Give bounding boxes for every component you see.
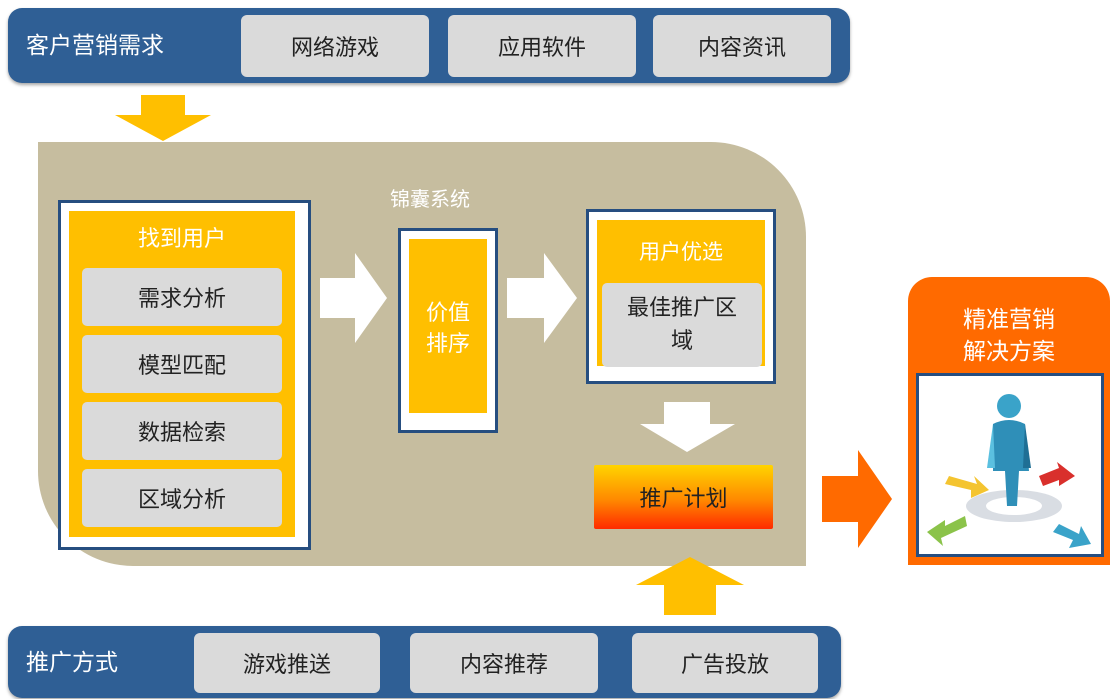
user-preferred-box: 用户优选 最佳推广区 域	[597, 220, 765, 367]
promotion-plan-button[interactable]: 推广计划	[594, 465, 773, 529]
solution-title: 精准营销 解决方案	[963, 307, 1055, 366]
top-item-content-news[interactable]: 内容资讯	[653, 15, 831, 77]
top-bar: 客户营销需求 网络游戏 应用软件 内容资讯	[8, 8, 850, 83]
step-region-analysis[interactable]: 区域分析	[82, 469, 282, 527]
value-sort-box: 价值 排序	[409, 239, 487, 413]
value-sort-label: 价值 排序	[425, 301, 470, 357]
bottom-bar-label: 推广方式	[26, 650, 118, 676]
top-item-software[interactable]: 应用软件	[448, 15, 636, 77]
arrow-right-icon	[320, 253, 387, 343]
arrow-down-icon	[115, 95, 211, 141]
arrow-down-icon	[640, 402, 735, 452]
user-preferred-title: 用户优选	[639, 240, 723, 264]
bottom-item-ad-placement[interactable]: 广告投放	[632, 633, 818, 693]
find-users-frame: 找到用户 需求分析 模型匹配 数据检索 区域分析	[58, 200, 311, 550]
find-users-box: 找到用户 需求分析 模型匹配 数据检索 区域分析	[69, 211, 295, 537]
find-users-title: 找到用户	[137, 227, 226, 252]
arrow-right-icon	[822, 450, 892, 548]
step-data-retrieval[interactable]: 数据检索	[82, 402, 282, 460]
person-with-arrows-icon	[927, 394, 1091, 548]
solution-box: 精准营销 解决方案	[908, 277, 1110, 565]
step-demand-analysis[interactable]: 需求分析	[82, 268, 282, 326]
top-item-online-games[interactable]: 网络游戏	[241, 15, 429, 77]
arrow-up-icon	[636, 557, 744, 615]
system-title: 锦囊系统	[390, 187, 470, 211]
bottom-item-game-push[interactable]: 游戏推送	[194, 633, 380, 693]
promotion-plan-label: 推广计划	[639, 487, 728, 512]
bottom-item-content-recommend[interactable]: 内容推荐	[410, 633, 598, 693]
bottom-bar: 推广方式 游戏推送 内容推荐 广告投放	[8, 626, 841, 698]
arrow-right-icon	[507, 253, 577, 343]
best-promotion-region[interactable]: 最佳推广区 域	[602, 283, 762, 367]
value-sort-frame: 价值 排序	[398, 228, 498, 433]
step-model-matching[interactable]: 模型匹配	[82, 335, 282, 393]
solution-illustration-frame	[916, 373, 1104, 557]
top-bar-label: 客户营销需求	[26, 33, 164, 59]
user-preferred-frame: 用户优选 最佳推广区 域	[586, 209, 776, 384]
